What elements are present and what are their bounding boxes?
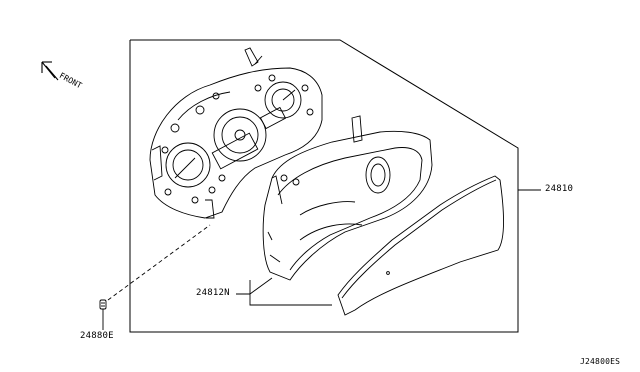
screw-icon bbox=[99, 299, 107, 318]
leader-24812N bbox=[236, 293, 332, 306]
front-lens-panel bbox=[337, 175, 504, 316]
part-number-24880E: 24880E bbox=[80, 331, 114, 341]
meter-backing-plate bbox=[149, 47, 323, 219]
cluster-housing bbox=[262, 115, 433, 281]
part-number-24810: 24810 bbox=[545, 184, 574, 194]
screw-location-line bbox=[107, 224, 211, 301]
front-arrow-icon bbox=[41, 61, 59, 81]
part-number-24812N: 24812N bbox=[196, 288, 230, 298]
drawing-code: J24800ES bbox=[580, 357, 621, 366]
assembly-boundary bbox=[129, 39, 519, 333]
